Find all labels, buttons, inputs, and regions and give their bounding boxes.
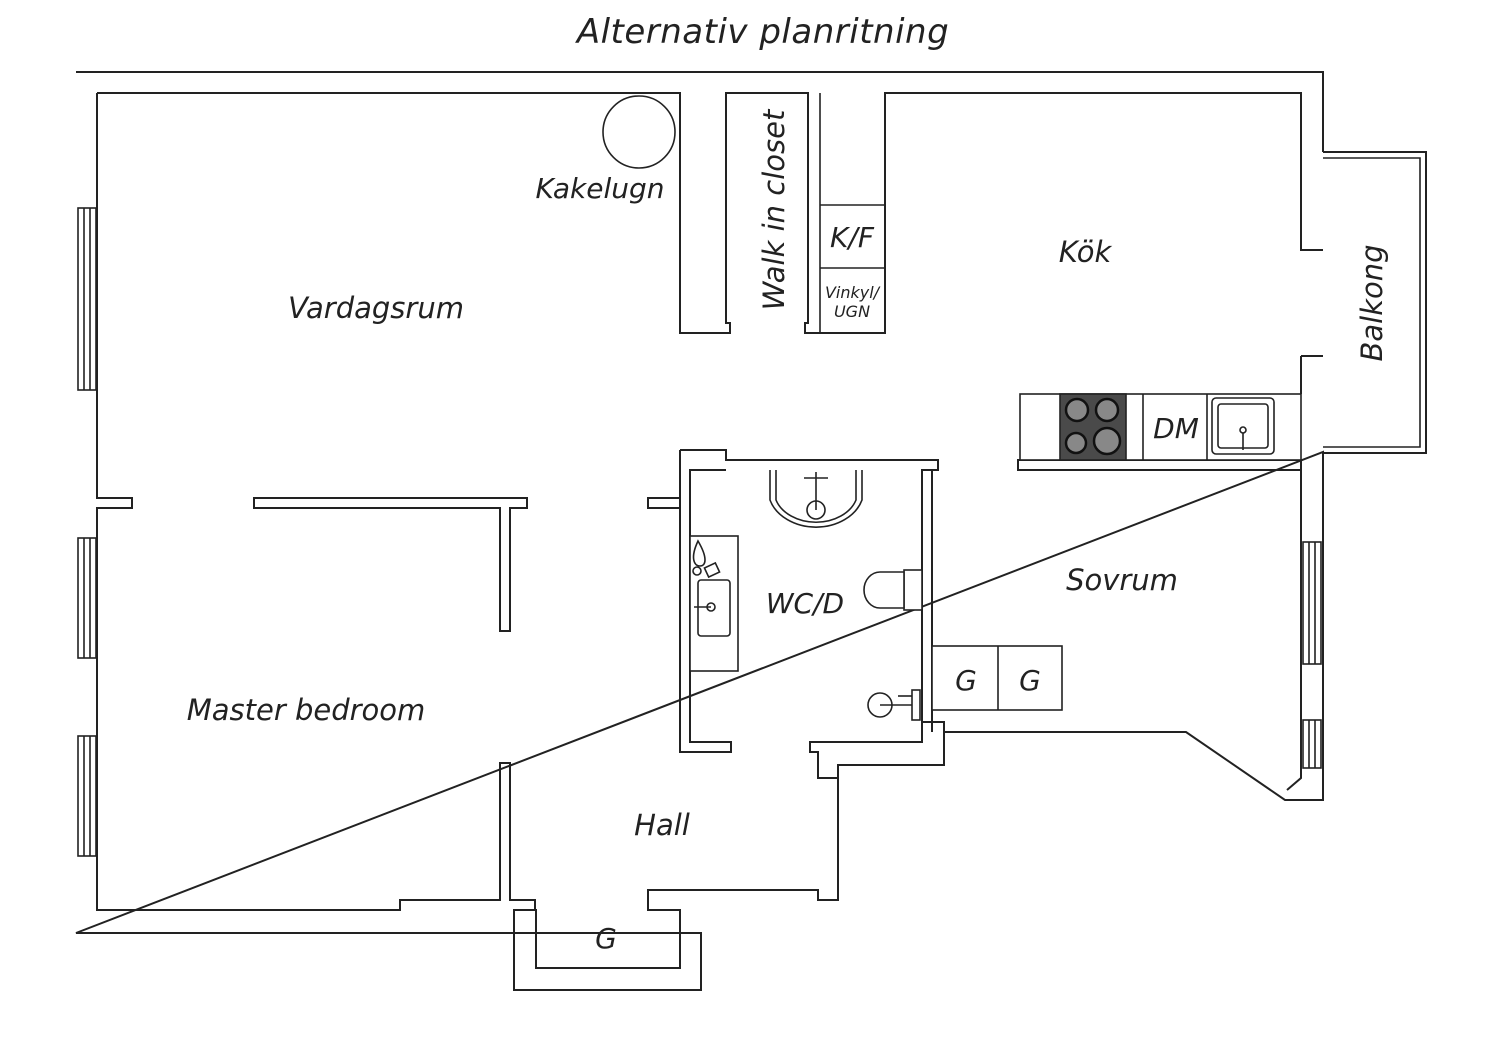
label-master-bedroom: Master bedroom (187, 693, 426, 727)
label-walk-in-closet: Walk in closet (757, 108, 791, 310)
label-kakelugn: Kakelugn (535, 172, 664, 205)
label-kok: Kök (1059, 235, 1113, 269)
window-left-middle (77, 537, 97, 659)
label-vardagsrum: Vardagsrum (288, 291, 464, 325)
label-balkong: Balkong (1355, 244, 1389, 361)
window-right-top (1302, 541, 1322, 665)
label-sovrum-g1: G (955, 664, 977, 697)
window-right-bottom (1302, 719, 1322, 769)
page-title: Alternativ planritning (576, 12, 950, 52)
floor-tap-icon (867, 689, 921, 721)
label-ugn: UGN (834, 302, 870, 321)
label-sovrum-g2: G (1019, 664, 1041, 697)
wash-basin-icon (689, 535, 739, 672)
tiled-stove-icon (602, 95, 676, 169)
label-sovrum: Sovrum (1066, 563, 1178, 597)
toilet-icon (863, 569, 923, 611)
window-left-top (77, 207, 97, 391)
label-hall-g: G (595, 922, 617, 955)
window-left-bottom (77, 735, 97, 857)
label-kf: K/F (830, 221, 875, 254)
kitchen-counter (1019, 393, 1302, 461)
label-wcd: WC/D (766, 587, 844, 620)
sink-icon (1211, 397, 1275, 455)
outer-wall (75, 71, 1324, 991)
label-vinkyl: Vinkyl/ (825, 283, 881, 302)
label-dm: DM (1153, 412, 1199, 445)
kitchen-column (819, 93, 885, 333)
shower-icon (769, 470, 863, 528)
balcony (1323, 151, 1427, 454)
label-hall: Hall (634, 808, 690, 842)
